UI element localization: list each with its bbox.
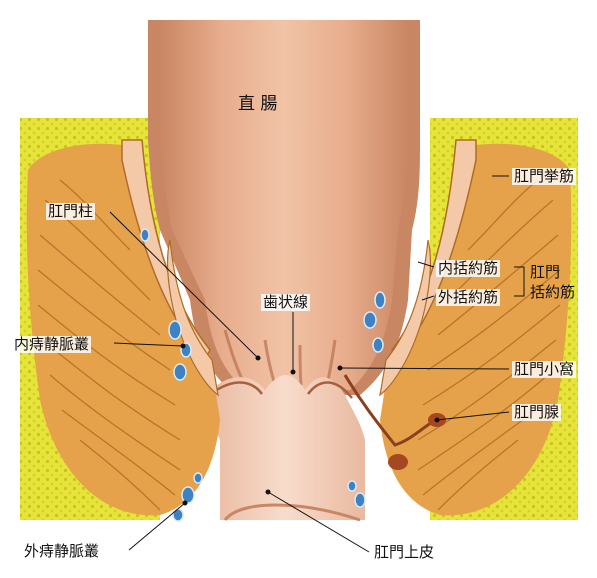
label-levator-ani: 肛門挙筋: [512, 168, 576, 185]
label-anal-columns: 肛門柱: [46, 203, 95, 220]
label-internal-hemorrhoidal-plexus: 内痔静脈叢: [12, 336, 91, 353]
label-external-sphincter: 外括約筋: [436, 289, 500, 306]
label-anal-crypt: 肛門小窩: [512, 361, 576, 378]
label-anoderm: 肛門上皮: [372, 544, 436, 561]
anal-canal: [205, 375, 365, 520]
label-anal-sphincter-group: 肛門 括約筋: [530, 262, 575, 303]
label-external-hemorrhoidal-plexus: 外痔静脈叢: [22, 543, 101, 560]
label-dentate-line: 歯状線: [261, 294, 310, 311]
label-anal-gland: 肛門腺: [512, 404, 561, 421]
label-internal-sphincter: 内括約筋: [436, 260, 500, 277]
label-rectum: 直 腸: [238, 96, 277, 113]
